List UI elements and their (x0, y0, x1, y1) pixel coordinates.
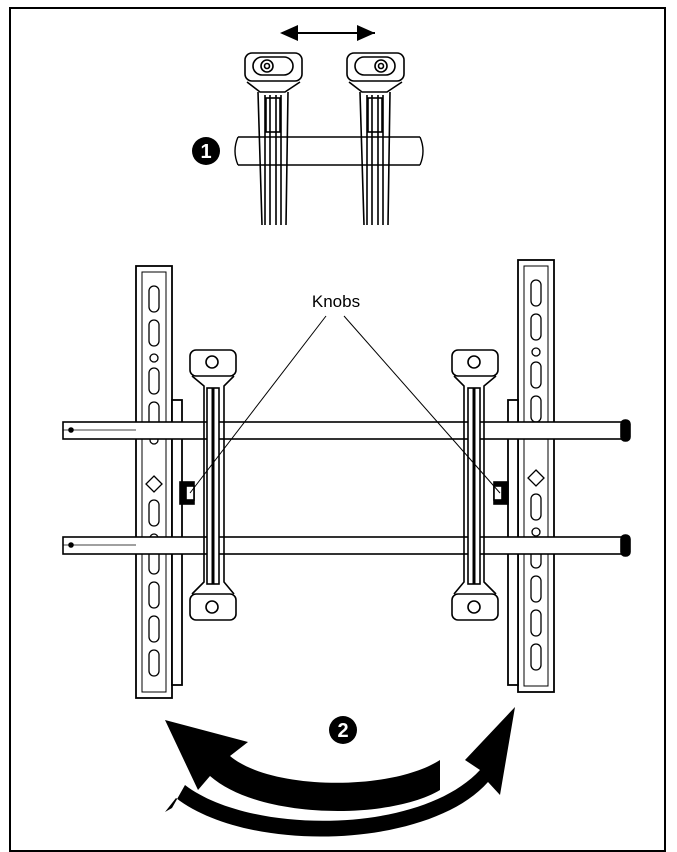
tilt-rotation-arrow-left-head (165, 720, 440, 811)
rail-detail (234, 136, 424, 166)
tilt-rotation-arrow (165, 707, 515, 837)
bracket-head-right-detail (346, 52, 405, 226)
inner-bracket-right (451, 349, 509, 621)
bracket-head-left-detail (244, 52, 303, 226)
step-1-badge: 1 (192, 137, 220, 165)
step-2-badge: 2 (329, 716, 357, 744)
svg-text:1: 1 (200, 141, 211, 163)
knobs-leader-lines (189, 315, 501, 494)
rail-lower (62, 534, 631, 557)
svg-text:2: 2 (337, 720, 348, 742)
inner-bracket-left (179, 349, 237, 621)
rail-upper (62, 419, 631, 442)
knobs-label: Knobs (312, 292, 360, 311)
